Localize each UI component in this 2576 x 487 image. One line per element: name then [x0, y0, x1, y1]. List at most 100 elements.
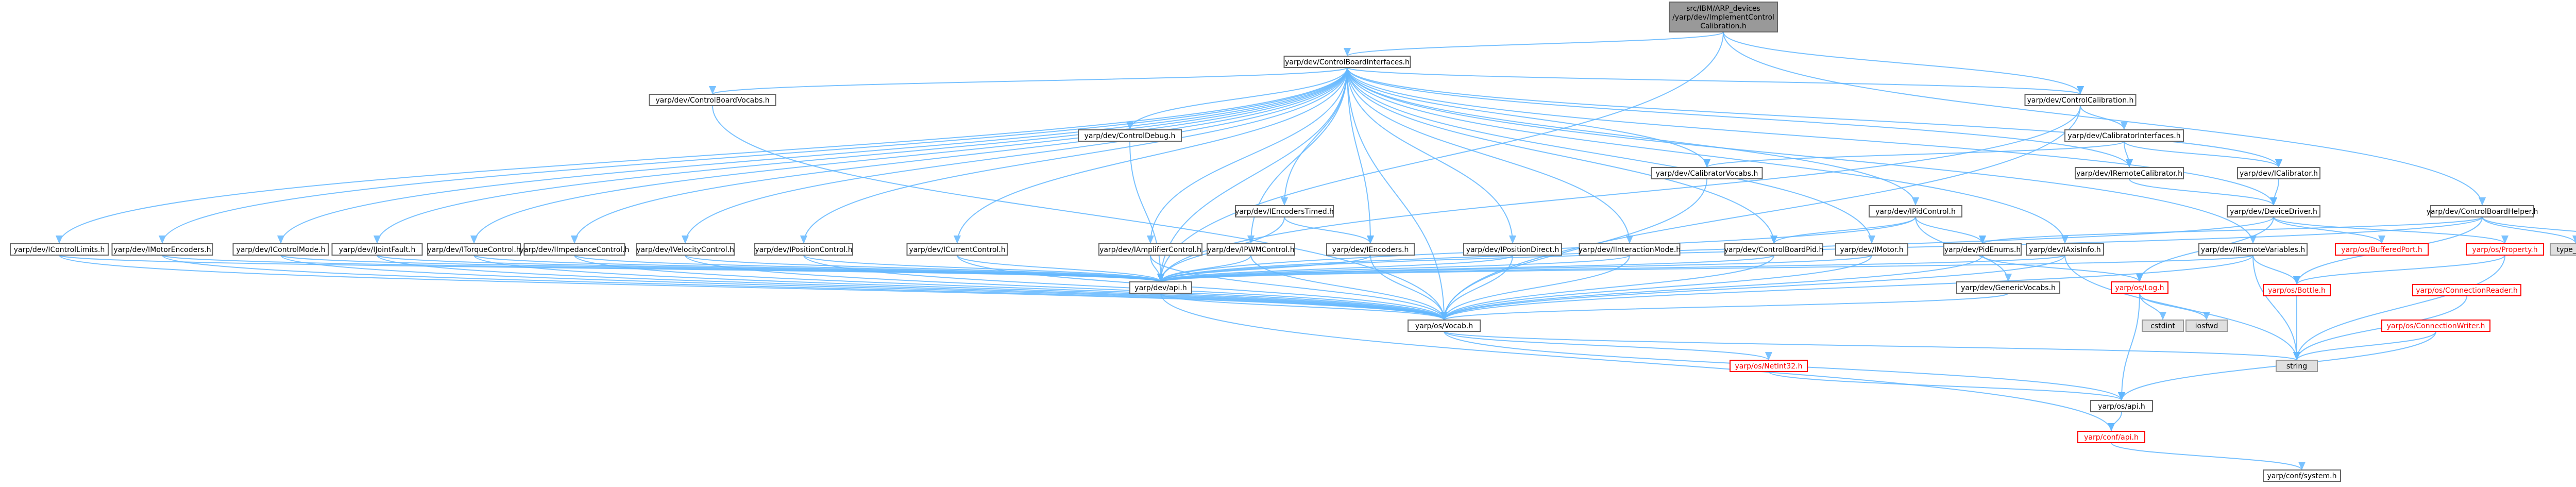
edge-interaction-to-devapi [1157, 255, 1630, 282]
node-yarp-dev-controlcalibration-h[interactable]: yarp/dev/ControlCalibration.h [2024, 94, 2137, 106]
node-yarp-dev-calibratorinterfaces-h[interactable]: yarp/dev/CalibratorInterfaces.h [2064, 129, 2184, 142]
node-src-ibm-arp-devices-yarp-dev-implementcontrolcalibration-h[interactable]: src/IBM/ARP_devices/yarp/dev/ImplementCo… [1669, 2, 1778, 32]
node-box [1207, 243, 1295, 256]
node-yarp-dev-ipositioncontrol-h[interactable]: yarp/dev/IPositionControl.h [754, 243, 853, 256]
node-box [2026, 243, 2104, 256]
node-yarp-os-connectionwriter-h[interactable]: yarp/os/ConnectionWriter.h [2381, 320, 2490, 332]
node-label: yarp/os/Property.h [2472, 246, 2537, 254]
node-yarp-dev-ipwmcontrol-h[interactable]: yarp/dev/IPWMControl.h [1207, 243, 1295, 256]
node-label: yarp/dev/IAxisInfo.h [2029, 246, 2100, 254]
node-box [1129, 281, 1192, 294]
node-yarp-dev-pidenums-h[interactable]: yarp/dev/PidEnums.h [1943, 243, 2022, 256]
node-label: yarp/dev/ControlBoardPid.h [1724, 246, 1824, 254]
edge-current-to-vocab [957, 255, 1448, 321]
edge-cbvocabs-to-vocab [712, 105, 1448, 321]
edge-cmode-to-vocab [280, 255, 1448, 321]
edge-position-to-devapi [803, 255, 1164, 282]
node-yarp-dev-genericvocabs-h[interactable]: yarp/dev/GenericVocabs.h [1956, 281, 2060, 294]
node-label: yarp/dev/ControlCalibration.h [2027, 96, 2134, 105]
node-box [1956, 281, 2060, 294]
node-yarp-dev-iamplifiercontrol-h[interactable]: yarp/dev/IAmplifierControl.h [1098, 243, 1202, 256]
node-yarp-dev-controlboardinterfaces-h[interactable]: yarp/dev/ControlBoardInterfaces.h [1283, 56, 1411, 68]
node-box [2381, 320, 2490, 332]
node-yarp-dev-iremotevariables-h[interactable]: yarp/dev/IRemoteVariables.h [2198, 243, 2308, 256]
node-yarp-dev-itorquecontrol-h[interactable]: yarp/dev/ITorqueControl.h [427, 243, 521, 256]
node-yarp-os-log-h[interactable]: yarp/os/Log.h [2111, 281, 2168, 294]
node-label: yarp/dev/IInteractionMode.h [1579, 246, 1681, 254]
node-yarp-os-vocab-h[interactable]: yarp/os/Vocab.h [1408, 320, 1481, 332]
node-yarp-dev-icurrentcontrol-h[interactable]: yarp/dev/ICurrentControl.h [906, 243, 1008, 256]
node-yarp-dev-controlboardvocabs-h[interactable]: yarp/dev/ControlBoardVocabs.h [649, 94, 776, 106]
edge-remotevars-to-vocab [1440, 255, 2253, 321]
edge-cbi-to-motorenc [159, 67, 1348, 244]
edge-posdirect-to-vocab [1440, 255, 1513, 321]
edge-devapi-to-confapi [1160, 293, 2115, 432]
edge-velocity-to-vocab [685, 255, 1448, 321]
node-box [754, 243, 853, 256]
node-yarp-dev-icontrolmode-h[interactable]: yarp/dev/IControlMode.h [232, 243, 329, 256]
node-yarp-conf-system-h[interactable]: yarp/conf/system.h [2263, 469, 2341, 482]
node-label: yarp/conf/system.h [2267, 472, 2337, 480]
edge-enctimed-to-encoders [1284, 216, 1375, 244]
edge-connwriter-to-string [2293, 331, 2436, 361]
node-yarp-os-connectionreader-h[interactable]: yarp/os/ConnectionReader.h [2412, 284, 2521, 296]
node-box [2090, 400, 2153, 412]
node-yarp-dev-imotor-h[interactable]: yarp/dev/IMotor.h [1835, 243, 1908, 256]
edge-axisinfo-to-vocab [1440, 255, 2065, 321]
node-yarp-dev-icalibrator-h[interactable]: yarp/dev/ICalibrator.h [2237, 167, 2320, 179]
edge-cbi-to-pidcontrol [1347, 67, 1920, 206]
node-cstdint[interactable]: cstdint [2142, 320, 2184, 332]
node-iosfwd[interactable]: iosfwd [2185, 320, 2228, 332]
edge-cbi-to-velocity [681, 67, 1348, 244]
edge-cmode-to-devapi [280, 255, 1164, 282]
edge-cbi-to-devapi [1157, 67, 1348, 282]
node-yarp-os-api-h[interactable]: yarp/os/api.h [2090, 400, 2153, 412]
node-yarp-os-netint32-h[interactable]: yarp/os/NetInt32.h [1730, 360, 1808, 372]
node-label: yarp/dev/GenericVocabs.h [1961, 284, 2056, 292]
node-yarp-dev-iremotecalibrator-h[interactable]: yarp/dev/IRemoteCalibrator.h [2075, 167, 2184, 179]
node-label: yarp/conf/api.h [2084, 433, 2139, 442]
node-label: yarp/dev/IEncoders.h [1332, 246, 1409, 254]
edge-ccal-to-vocab [1440, 105, 2081, 321]
node-box [1098, 243, 1202, 256]
node-label: yarp/dev/IVelocityControl.h [636, 246, 734, 254]
node-box [427, 243, 521, 256]
node-yarp-os-bufferedport-h[interactable]: yarp/os/BufferedPort.h [2335, 243, 2429, 256]
node-label: yarp/dev/ControlBoardHelper.h [2427, 208, 2538, 216]
node-yarp-dev-iencoders-h[interactable]: yarp/dev/IEncoders.h [1326, 243, 1415, 256]
node-yarp-dev-iencoderstimed-h[interactable]: yarp/dev/IEncodersTimed.h [1235, 205, 1334, 217]
node-yarp-dev-iaxisinfo-h[interactable]: yarp/dev/IAxisInfo.h [2026, 243, 2104, 256]
node-label: yarp/dev/ControlBoardVocabs.h [655, 96, 769, 105]
node-label: yarp/dev/IAmplifierControl.h [1099, 246, 1201, 254]
node-yarp-dev-iinteractionmode-h[interactable]: yarp/dev/IInteractionMode.h [1579, 243, 1681, 256]
edge-cbi-to-amp [1146, 67, 1348, 244]
node-yarp-dev-icontrollimits-h[interactable]: yarp/dev/IControlLimits.h [10, 243, 109, 256]
node-yarp-dev-controlboardpid-h[interactable]: yarp/dev/ControlBoardPid.h [1724, 243, 1824, 256]
node-yarp-dev-controldebug-h[interactable]: yarp/dev/ControlDebug.h [1078, 129, 1182, 142]
node-yarp-dev-ipidcontrol-h[interactable]: yarp/dev/IPidControl.h [1869, 205, 1962, 217]
node-yarp-dev-ipositiondirect-h[interactable]: yarp/dev/IPositionDirect.h [1463, 243, 1562, 256]
node-yarp-dev-devicedriver-h[interactable]: yarp/dev/DeviceDriver.h [2227, 205, 2320, 217]
node-yarp-dev-api-h[interactable]: yarp/dev/api.h [1129, 281, 1192, 294]
node-box [636, 243, 735, 256]
node-yarp-os-property-h[interactable]: yarp/os/Property.h [2466, 243, 2544, 256]
edge-pidcontrol-to-cbpid [1770, 216, 1916, 244]
node-yarp-conf-api-h[interactable]: yarp/conf/api.h [2077, 431, 2145, 443]
edge-oslog-to-cstdint [2139, 293, 2167, 321]
node-label: yarp/dev/ICurrentControl.h [909, 246, 1005, 254]
node-yarp-dev-iimpedancecontrol-h[interactable]: yarp/dev/IImpedanceControl.h [520, 243, 630, 256]
edge-amp-to-vocab [1150, 255, 1448, 321]
node-yarp-os-bottle-h[interactable]: yarp/os/Bottle.h [2263, 284, 2331, 296]
node-yarp-dev-ijointfault-h[interactable]: yarp/dev/IJointFault.h [331, 243, 423, 256]
edge-cbhelper-to-typetraits [2482, 216, 2576, 244]
node-yarp-dev-ivelocitycontrol-h[interactable]: yarp/dev/IVelocityControl.h [636, 243, 735, 256]
node-yarp-dev-imotorencoders-h[interactable]: yarp/dev/IMotorEncoders.h [111, 243, 213, 256]
node-type-traits[interactable]: type_traits [2550, 243, 2576, 256]
node-yarp-dev-controlboardhelper-h[interactable]: yarp/dev/ControlBoardHelper.h [2427, 205, 2538, 217]
node-box [2198, 243, 2308, 256]
node-string[interactable]: string [2276, 360, 2318, 372]
node-yarp-dev-calibratorvocabs-h[interactable]: yarp/dev/CalibratorVocabs.h [1651, 167, 1763, 179]
node-box [2550, 243, 2576, 256]
node-box [2237, 167, 2320, 179]
